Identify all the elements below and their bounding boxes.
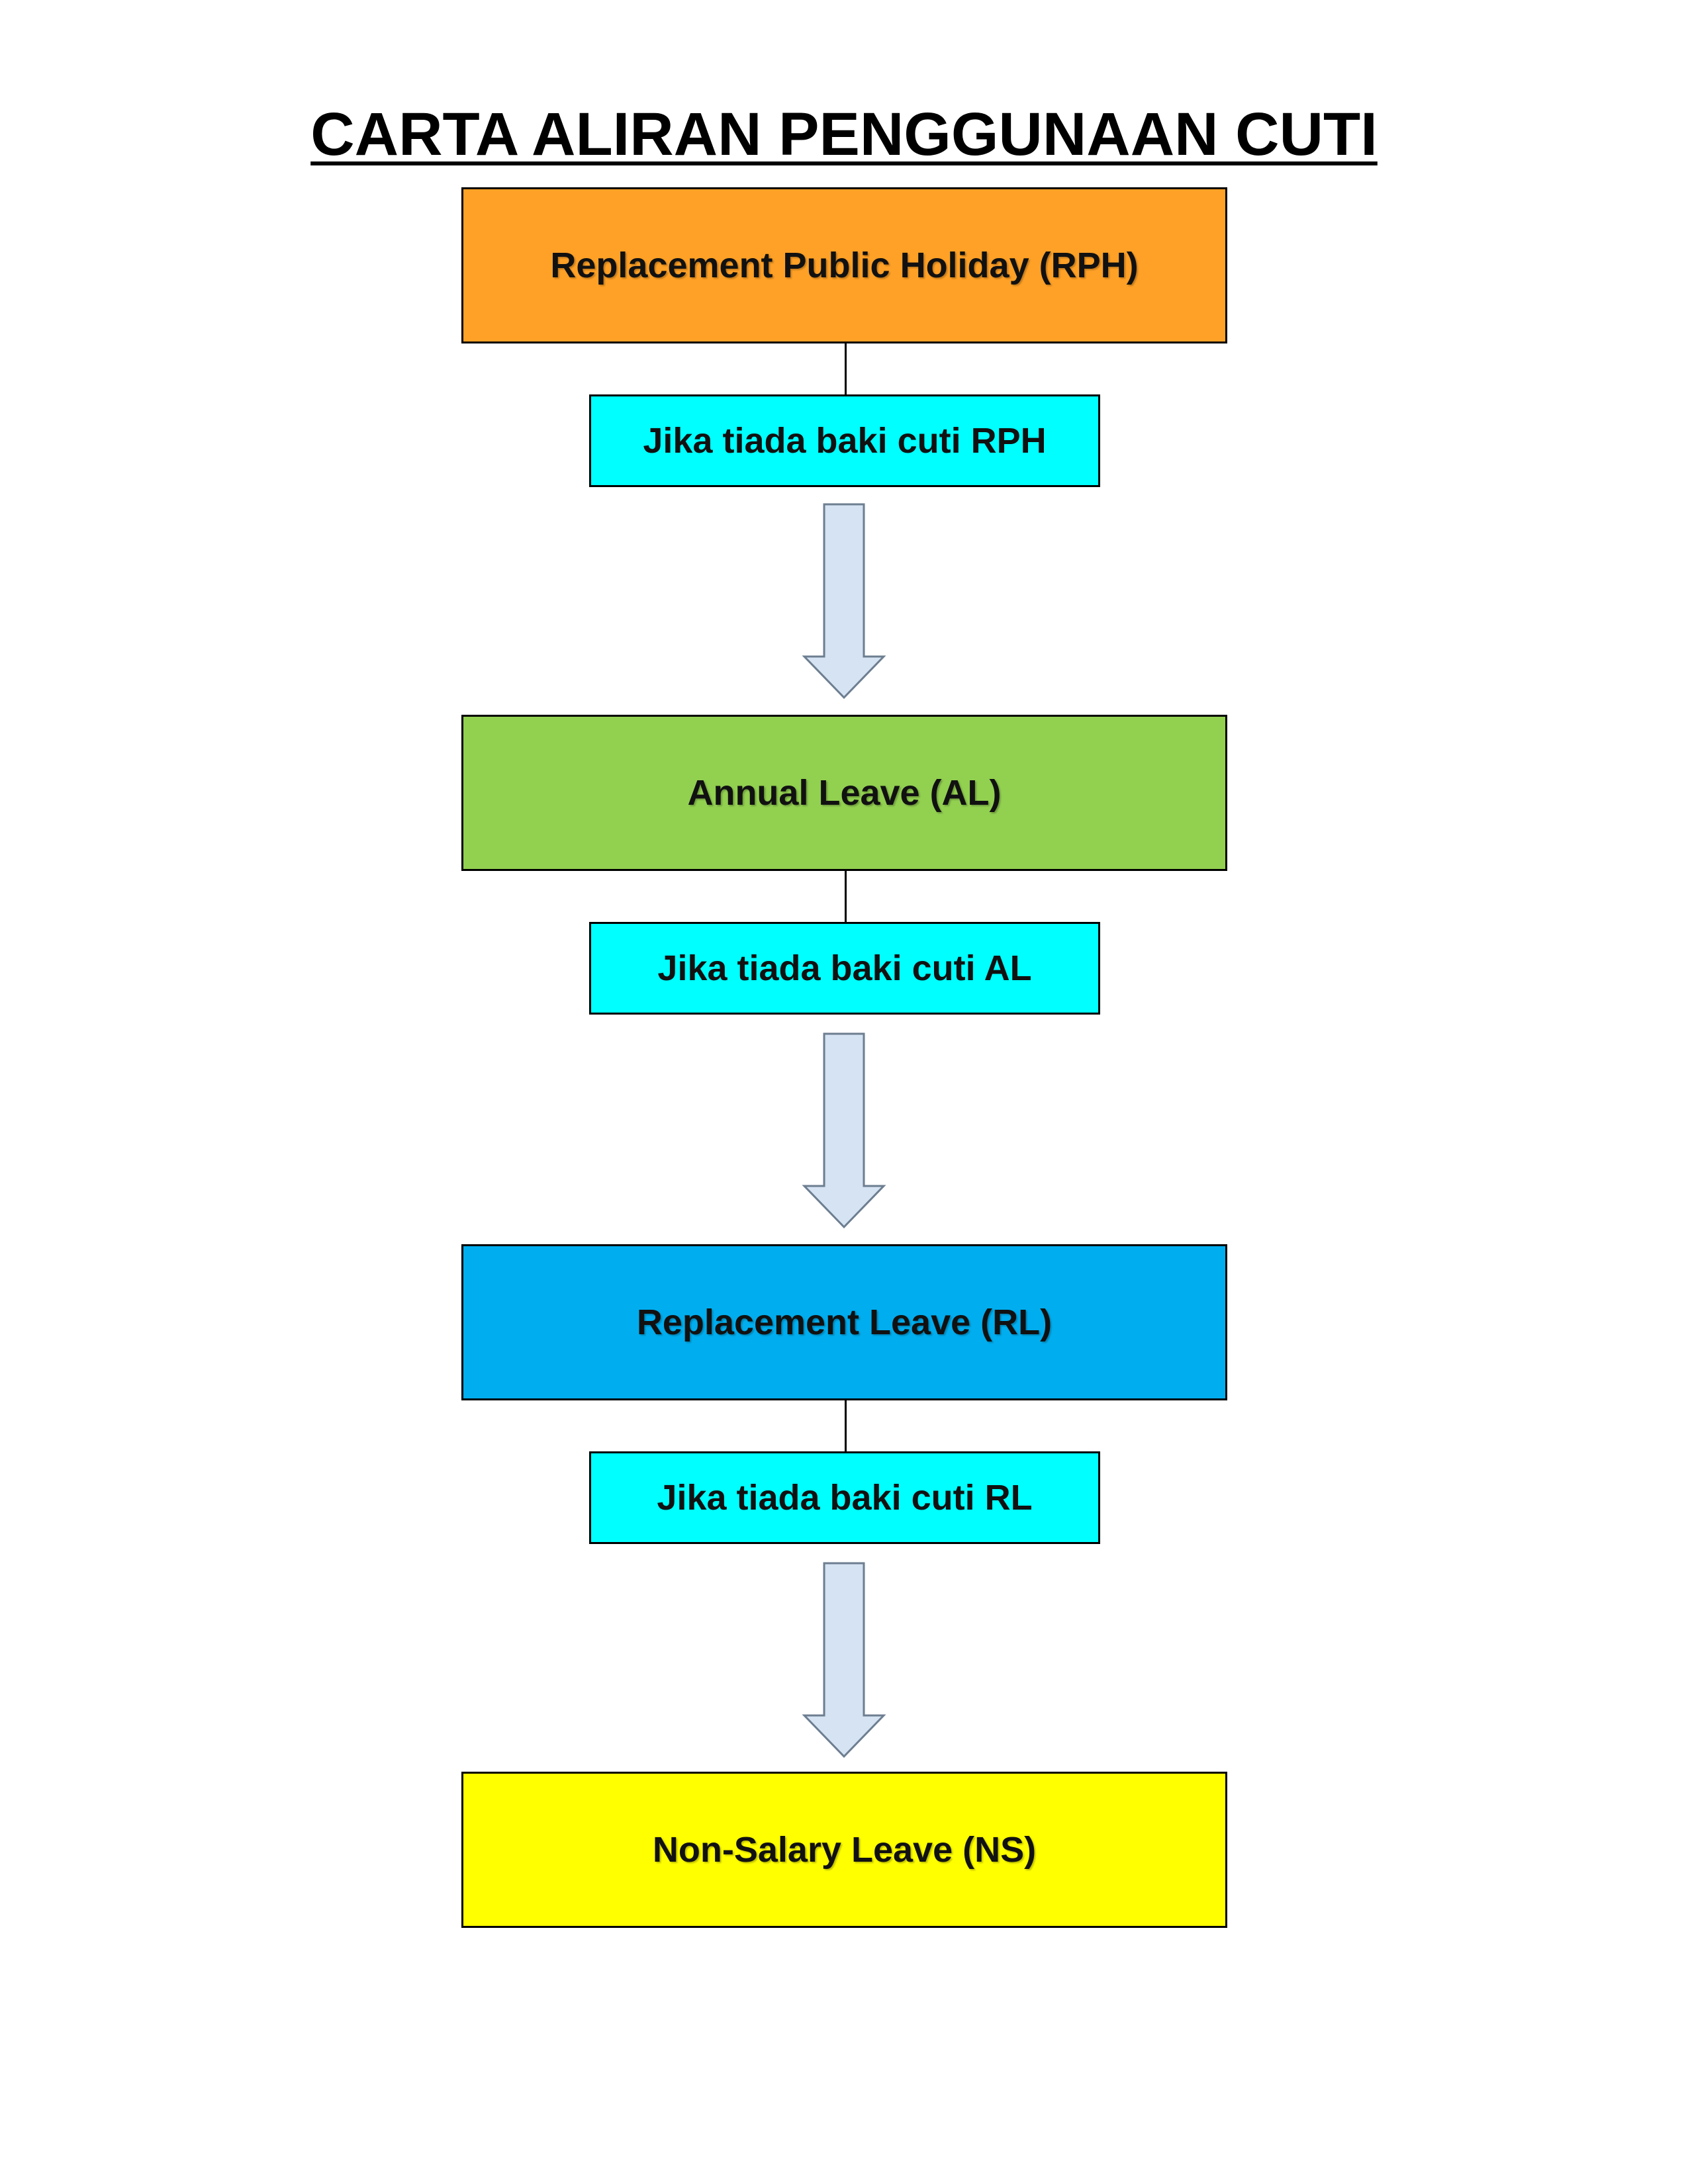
down-arrow-icon (802, 1562, 886, 1758)
condition-al-box: Jika tiada baki cuti AL (589, 922, 1100, 1015)
connector-line (845, 1399, 847, 1452)
page-title: CARTA ALIRAN PENGGUNAAN CUTI (310, 101, 1378, 168)
connector-line (845, 342, 847, 395)
down-arrow-shape (802, 1032, 886, 1229)
step-al-box: Annual Leave (AL) (461, 715, 1227, 871)
down-arrow-icon (802, 1032, 886, 1229)
condition-rl-box: Jika tiada baki cuti RL (589, 1451, 1100, 1544)
condition-rph-box: Jika tiada baki cuti RPH (589, 394, 1100, 487)
down-arrow-icon (802, 503, 886, 700)
connector-line (845, 870, 847, 923)
down-arrow-shape (802, 503, 886, 700)
down-arrow-shape (802, 1562, 886, 1758)
step-ns-box: Non-Salary Leave (NS) (461, 1772, 1227, 1928)
step-rph-box: Replacement Public Holiday (RPH) (461, 187, 1227, 343)
step-rl-box: Replacement Leave (RL) (461, 1244, 1227, 1400)
